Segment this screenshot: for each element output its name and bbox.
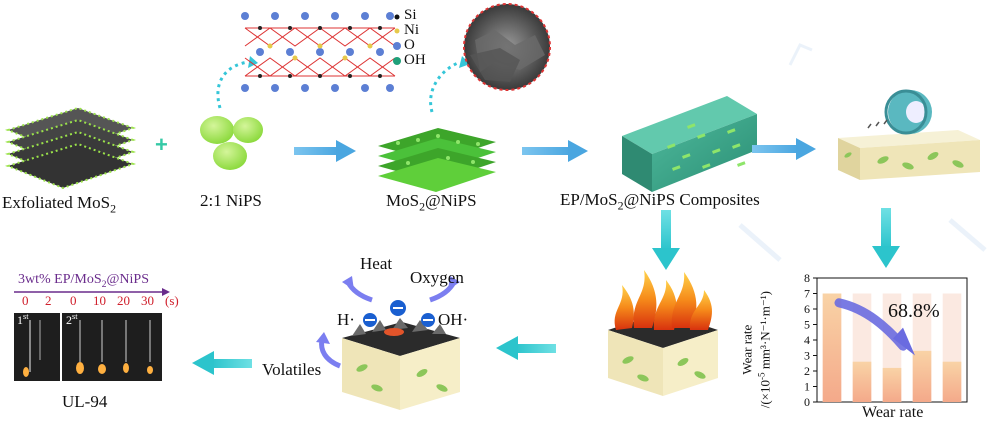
bar <box>942 361 962 402</box>
faint-decor-arrows <box>738 43 987 262</box>
label-nips: 2:1 NiPS <box>200 191 262 210</box>
flame-tick: 20 <box>117 293 130 308</box>
bar <box>822 293 842 402</box>
label-composites: EP/MoS2@NiPS Composites <box>560 190 760 213</box>
legend-oh: OH <box>404 52 426 68</box>
legend-o: O <box>404 37 415 53</box>
y-tick-label: 0 <box>804 395 810 409</box>
y-tick-label: 5 <box>804 318 810 332</box>
y-tick-label: 3 <box>804 349 810 363</box>
crystal-structure <box>241 12 396 92</box>
dotted-arrow-mos2nips <box>429 60 461 113</box>
y-tick-label: 7 <box>804 287 810 301</box>
bar <box>912 350 932 402</box>
flame-tick: 10 <box>93 293 106 308</box>
wear-ring <box>884 89 932 135</box>
arrow-wear-to-chart <box>872 208 900 268</box>
plus-sign: + <box>155 132 168 157</box>
arrow-fire-to-char <box>496 336 556 360</box>
flame-test-photos <box>14 313 162 381</box>
flame-test-ticks: 0 2 0 10 20 30 (s) <box>0 293 190 311</box>
y-tick-label: 1 <box>804 380 810 394</box>
mos2-layers-illustration <box>5 106 137 190</box>
flame-tick: 0 <box>22 293 29 308</box>
wear-chart-ylabel: Wear rate /(×10-5 mm³·N⁻¹·m⁻¹) <box>739 275 772 415</box>
radical-scavenging-icons <box>316 276 460 369</box>
bar <box>882 367 902 402</box>
y-tick-label: 4 <box>804 333 810 347</box>
wear-chart-xlabel: Wear rate <box>862 404 924 421</box>
arrow-nips-to-mos2nips <box>294 140 356 162</box>
arrow-composite-to-fire <box>652 210 680 270</box>
flame-panel-2-label: 2st <box>66 312 78 327</box>
flames <box>614 270 712 330</box>
structure-legend-markers <box>393 14 401 65</box>
label-ul94: UL-94 <box>62 392 108 411</box>
mos2-nips-stack <box>378 128 496 192</box>
flame-panel-1-label: 1st <box>17 312 29 327</box>
y-tick-label: 8 <box>804 271 810 285</box>
flame-tick: 0 <box>70 293 77 308</box>
y-tick-label: 6 <box>804 302 810 316</box>
sem-image <box>463 3 551 91</box>
wear-rate-chart: 01 23 45 67 8 <box>804 271 968 409</box>
flame-test-title: 3wt% EP/MoS2@NiPS <box>18 272 149 290</box>
burning-block <box>608 270 718 396</box>
bar <box>852 361 872 402</box>
label-volatiles: Volatiles <box>262 360 322 379</box>
ylabel-line-1: Wear rate <box>739 324 755 375</box>
composite-block <box>622 96 757 192</box>
y-tick-label: 2 <box>804 364 810 378</box>
flame-tick: 2 <box>45 293 52 308</box>
label-h-radical: H· <box>337 310 355 329</box>
label-heat: Heat <box>360 254 393 273</box>
wear-chart-annotation: 68.8% <box>888 300 940 322</box>
ylabel-line-2: /(×10-5 mm³·N⁻¹·m⁻¹) <box>756 291 773 409</box>
flame-tick-unit: (s) <box>165 293 179 308</box>
legend-ni: Ni <box>404 22 419 38</box>
label-mos2-nips: MoS2@NiPS <box>386 191 477 214</box>
nips-disks <box>200 116 263 170</box>
label-oxygen: Oxygen <box>410 268 464 287</box>
arrow-char-to-ul94 <box>192 351 252 375</box>
wear-test-block <box>838 89 980 180</box>
char-block <box>342 318 460 410</box>
legend-si: Si <box>404 7 417 23</box>
flame-tick: 30 <box>141 293 154 308</box>
arrow-composite-to-wear <box>752 138 816 160</box>
dotted-arrow-nips <box>216 60 249 109</box>
label-oh-radical: OH· <box>438 310 469 329</box>
arrow-mos2nips-to-composite <box>522 140 588 162</box>
label-exfoliated-mos2: Exfoliated MoS2 <box>2 193 117 216</box>
reduction-arrow-head <box>893 327 915 356</box>
